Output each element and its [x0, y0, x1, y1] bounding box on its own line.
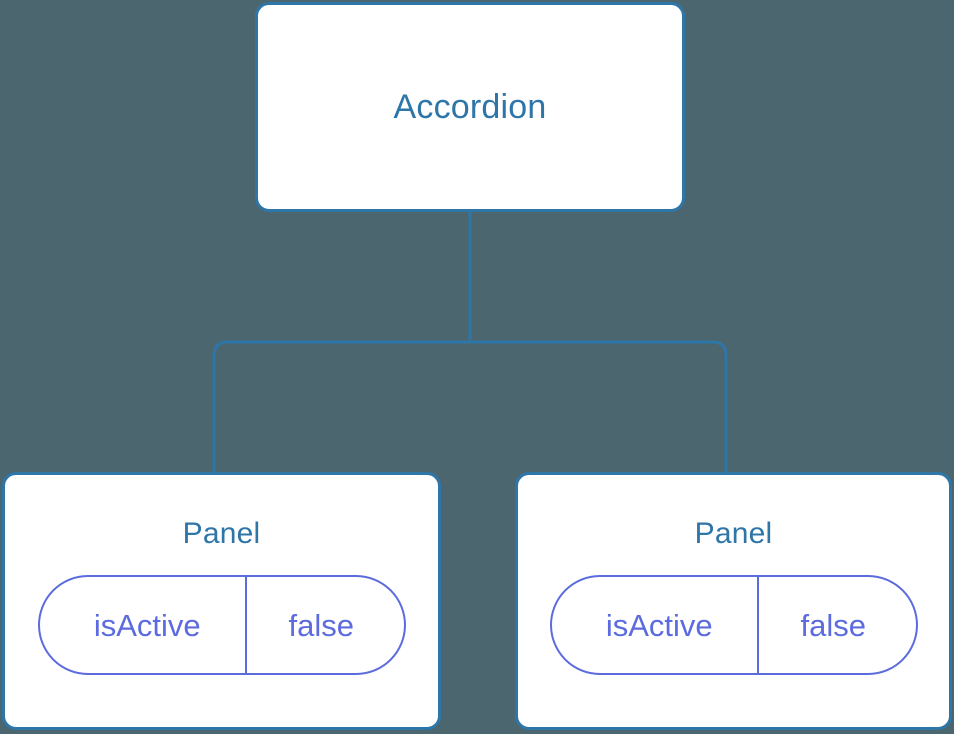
node-panel-0-title: Panel: [182, 517, 261, 550]
node-panel-1-state-pill[interactable]: isActive false: [549, 575, 918, 675]
node-panel-1[interactable]: Panel isActive false: [515, 472, 952, 730]
connector-branch-right: [470, 340, 728, 474]
node-accordion-title: Accordion: [393, 88, 547, 126]
node-accordion[interactable]: Accordion: [255, 2, 685, 212]
node-panel-1-state-value: false: [800, 607, 866, 643]
node-panel-0-state-key: isActive: [40, 577, 247, 673]
connector-branch-left: [212, 340, 470, 474]
node-panel-0-state-value: false: [288, 607, 354, 643]
node-panel-0[interactable]: Panel isActive false: [2, 472, 441, 730]
node-panel-1-state-key: isActive: [552, 577, 759, 673]
node-panel-0-state-pill[interactable]: isActive false: [37, 575, 406, 675]
node-panel-1-title: Panel: [694, 517, 773, 550]
